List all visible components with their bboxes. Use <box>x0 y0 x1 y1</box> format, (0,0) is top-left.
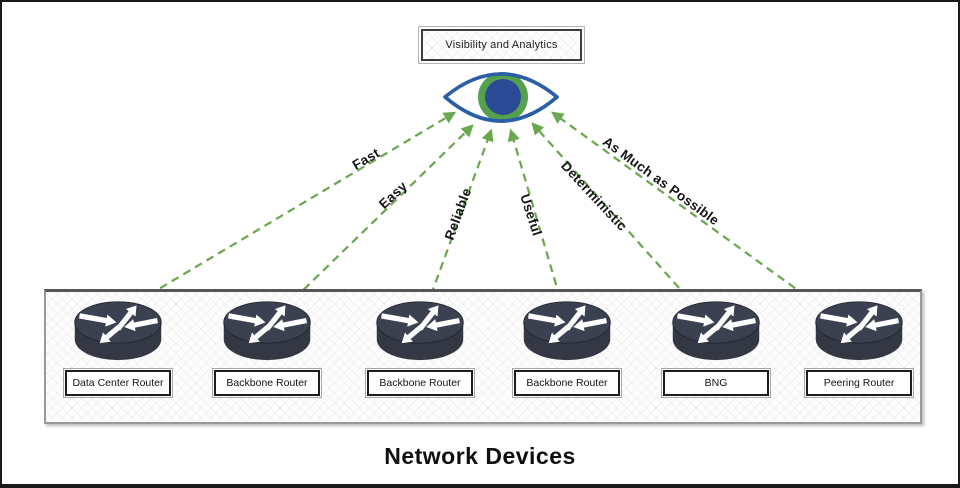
device-backbone-router-2: Backbone Router <box>354 297 486 398</box>
device-label-box: Backbone Router <box>512 368 622 398</box>
device-label-box: Data Center Router <box>63 368 173 398</box>
device-label-box: Peering Router <box>804 368 914 398</box>
device-backbone-router-3: Backbone Router <box>501 297 633 398</box>
device-label: Backbone Router <box>526 377 608 389</box>
device-label: Data Center Router <box>72 377 164 389</box>
arrow-line-fast <box>136 111 457 303</box>
router-icon <box>376 301 464 361</box>
router-icon <box>223 301 311 361</box>
device-label: Backbone Router <box>226 377 308 389</box>
arrow-label-reliable: Reliable <box>441 185 475 243</box>
arrow-label-useful: Useful <box>517 192 545 238</box>
router-icon <box>74 301 162 361</box>
network-devices-container: Data Center Router Backbone Router Backb… <box>44 289 922 424</box>
device-label: Peering Router <box>823 377 895 389</box>
router-icon <box>815 301 903 361</box>
router-icon <box>523 301 611 361</box>
arrow-label-easy: Easy <box>375 178 411 212</box>
router-icon <box>672 301 760 361</box>
visibility-analytics-label: Visibility and Analytics <box>445 39 558 51</box>
device-peering-router: Peering Router <box>793 297 925 398</box>
device-backbone-router-1: Backbone Router <box>201 297 333 398</box>
diagram-title: Network Devices <box>384 443 576 469</box>
arrow-line-as-much-as-possible <box>550 111 818 305</box>
device-data-center-router: Data Center Router <box>52 297 184 398</box>
arrow-line-easy <box>293 124 474 300</box>
arrow-label-fast: Fast <box>349 145 383 173</box>
eye-icon <box>443 72 559 123</box>
visibility-analytics-box: Visibility and Analytics <box>418 26 585 64</box>
device-bng: BNG <box>650 297 782 398</box>
arrow-label-deterministic: Deterministic <box>558 158 630 234</box>
device-label-box: Backbone Router <box>212 368 322 398</box>
device-label-box: BNG <box>661 368 771 398</box>
device-label: Backbone Router <box>379 377 461 389</box>
device-label: BNG <box>704 377 728 389</box>
device-label-box: Backbone Router <box>365 368 475 398</box>
